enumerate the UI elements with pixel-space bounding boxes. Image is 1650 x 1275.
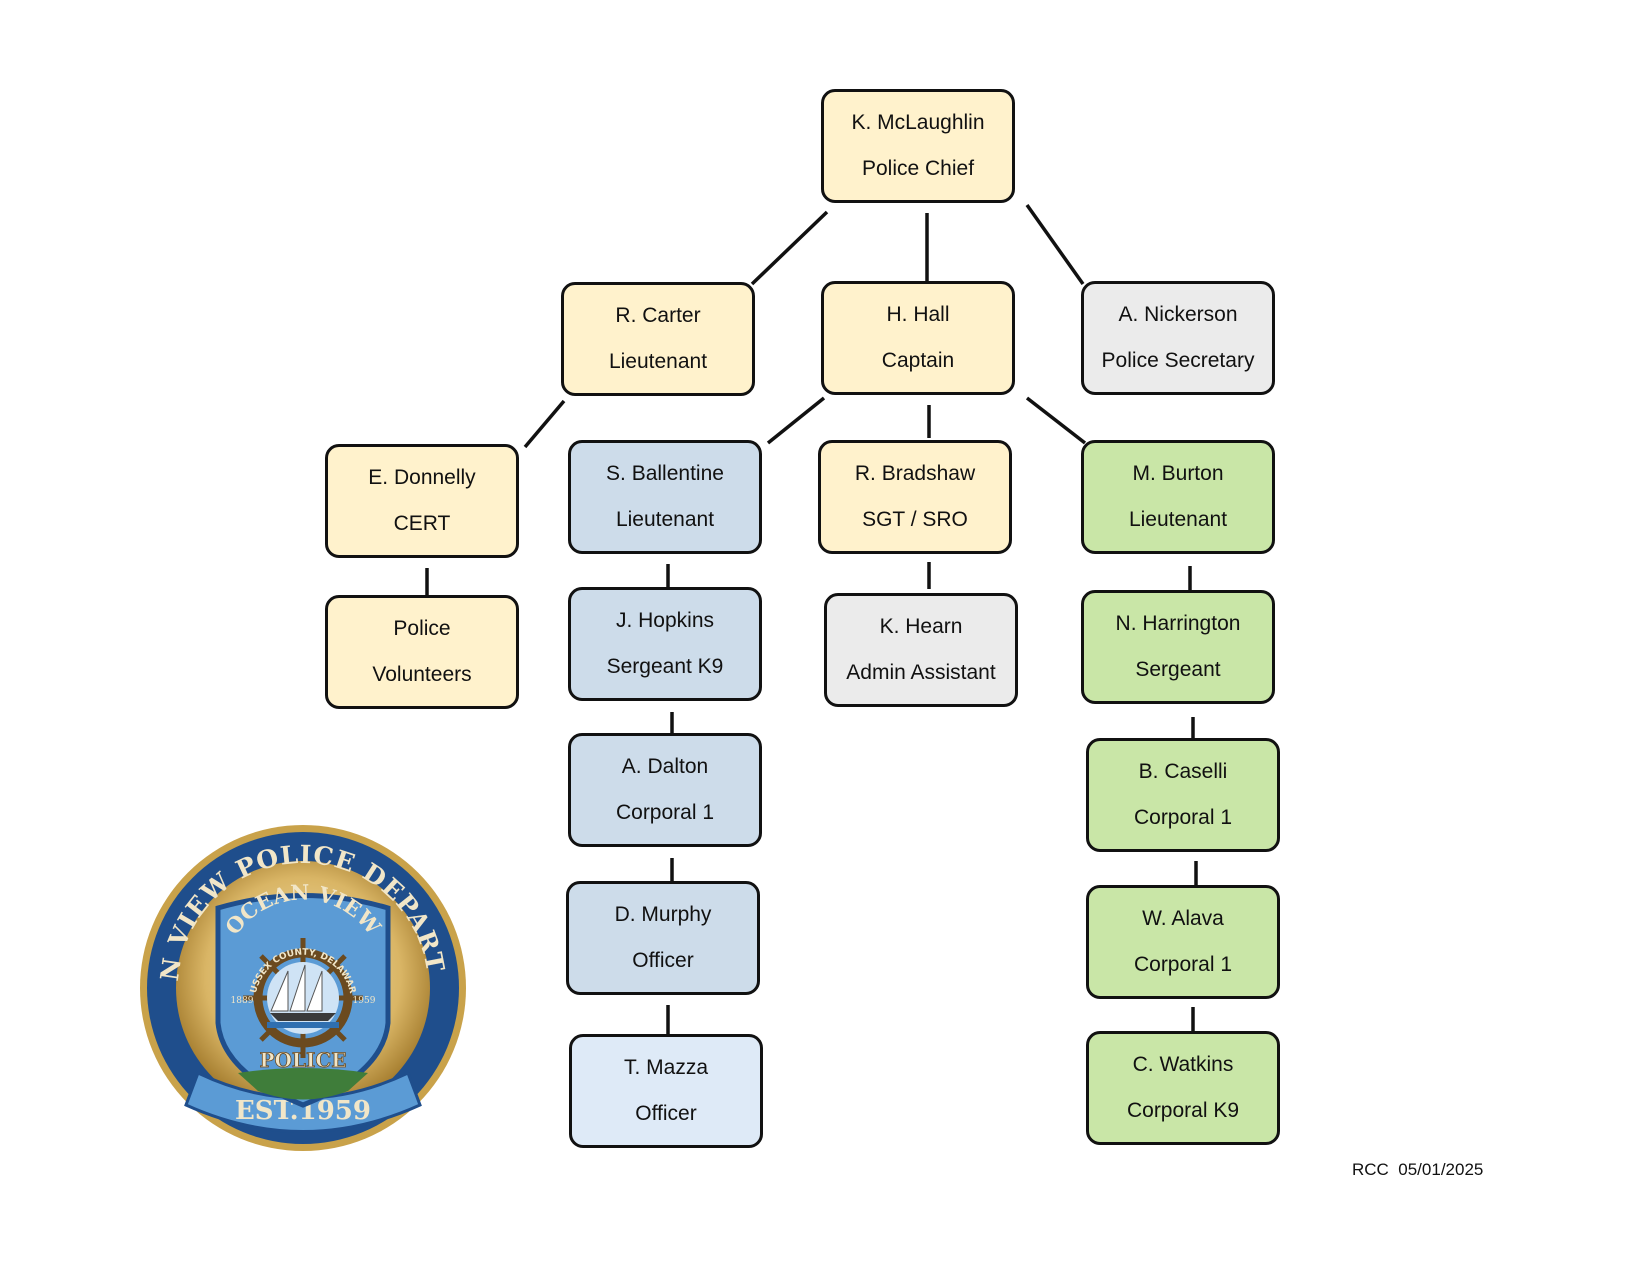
node-chief: K. McLaughlin Police Chief: [821, 89, 1015, 203]
node-name: Police: [393, 617, 451, 640]
node-harrington: N. Harrington Sergeant: [1081, 590, 1275, 704]
node-nickerson: A. Nickerson Police Secretary: [1081, 281, 1275, 395]
node-name: W. Alava: [1142, 907, 1224, 930]
connector-hall-burton: [1025, 396, 1087, 445]
node-caselli: B. Caselli Corporal 1: [1086, 738, 1280, 852]
connector-chief-nickerson: [1025, 203, 1085, 286]
seal-year-left: 1889: [231, 996, 254, 1006]
node-name: B. Caselli: [1138, 760, 1228, 783]
node-title: Sergeant: [1135, 658, 1221, 681]
node-murphy: D. Murphy Officer: [566, 881, 760, 995]
node-mazza: T. Mazza Officer: [569, 1034, 763, 1148]
node-title: Lieutenant: [1128, 508, 1228, 531]
node-name: N. Harrington: [1115, 612, 1241, 635]
node-title: Lieutenant: [615, 508, 715, 531]
node-volunteers: Police Volunteers: [325, 595, 519, 709]
node-name: A. Dalton: [621, 755, 709, 778]
node-title: Admin Assistant: [846, 661, 996, 684]
node-hopkins: J. Hopkins Sergeant K9: [568, 587, 762, 701]
schooner-ship-icon: [267, 964, 339, 1028]
node-title: Volunteers: [372, 663, 472, 686]
node-donnelly: E. Donnelly CERT: [325, 444, 519, 558]
node-name: K. Hearn: [879, 615, 963, 638]
marsh-grass-icon: [238, 1068, 368, 1100]
connector-chief-carter: [750, 210, 829, 286]
node-watkins: C. Watkins Corporal K9: [1086, 1031, 1280, 1145]
node-title: SGT / SRO: [862, 508, 968, 531]
node-name: S. Ballentine: [606, 462, 724, 485]
node-dalton: A. Dalton Corporal 1: [568, 733, 762, 847]
node-name: H. Hall: [886, 303, 950, 326]
node-title: Police Chief: [861, 157, 975, 180]
connector-carter-donnelly: [523, 399, 566, 449]
node-title: Lieutenant: [608, 350, 708, 373]
node-title: Officer: [632, 949, 694, 972]
node-bradshaw: R. Bradshaw SGT / SRO: [818, 440, 1012, 554]
node-name: K. McLaughlin: [851, 111, 985, 134]
node-title: Corporal 1: [615, 801, 715, 824]
node-hearn: K. Hearn Admin Assistant: [824, 593, 1018, 707]
node-carter: R. Carter Lieutenant: [561, 282, 755, 396]
seal-year-right: 1959: [353, 996, 376, 1006]
node-title: Sergeant K9: [606, 655, 724, 678]
node-burton: M. Burton Lieutenant: [1081, 440, 1275, 554]
node-name: M. Burton: [1132, 462, 1224, 485]
node-hall: H. Hall Captain: [821, 281, 1015, 395]
connector-hall-ballentine: [766, 396, 826, 445]
node-title: Corporal 1: [1133, 953, 1233, 976]
node-name: R. Bradshaw: [854, 462, 976, 485]
node-title: Captain: [881, 349, 955, 372]
node-name: A. Nickerson: [1118, 303, 1238, 326]
node-title: Corporal 1: [1133, 806, 1233, 829]
node-name: D. Murphy: [614, 903, 712, 926]
node-name: J. Hopkins: [615, 609, 715, 632]
node-name: C. Watkins: [1132, 1053, 1234, 1076]
node-title: Officer: [635, 1102, 697, 1125]
node-title: CERT: [393, 512, 451, 535]
node-alava: W. Alava Corporal 1: [1086, 885, 1280, 999]
node-name: T. Mazza: [623, 1056, 709, 1079]
node-name: R. Carter: [615, 304, 701, 327]
node-name: E. Donnelly: [368, 466, 476, 489]
node-title: Corporal K9: [1126, 1099, 1240, 1122]
department-seal-logo: OCEAN VIEW POLICE DEPARTMENT EST.1959 OC…: [138, 823, 466, 1151]
revision-footer: RCC 05/01/2025: [1352, 1160, 1484, 1179]
node-ballentine: S. Ballentine Lieutenant: [568, 440, 762, 554]
node-title: Police Secretary: [1101, 349, 1255, 372]
